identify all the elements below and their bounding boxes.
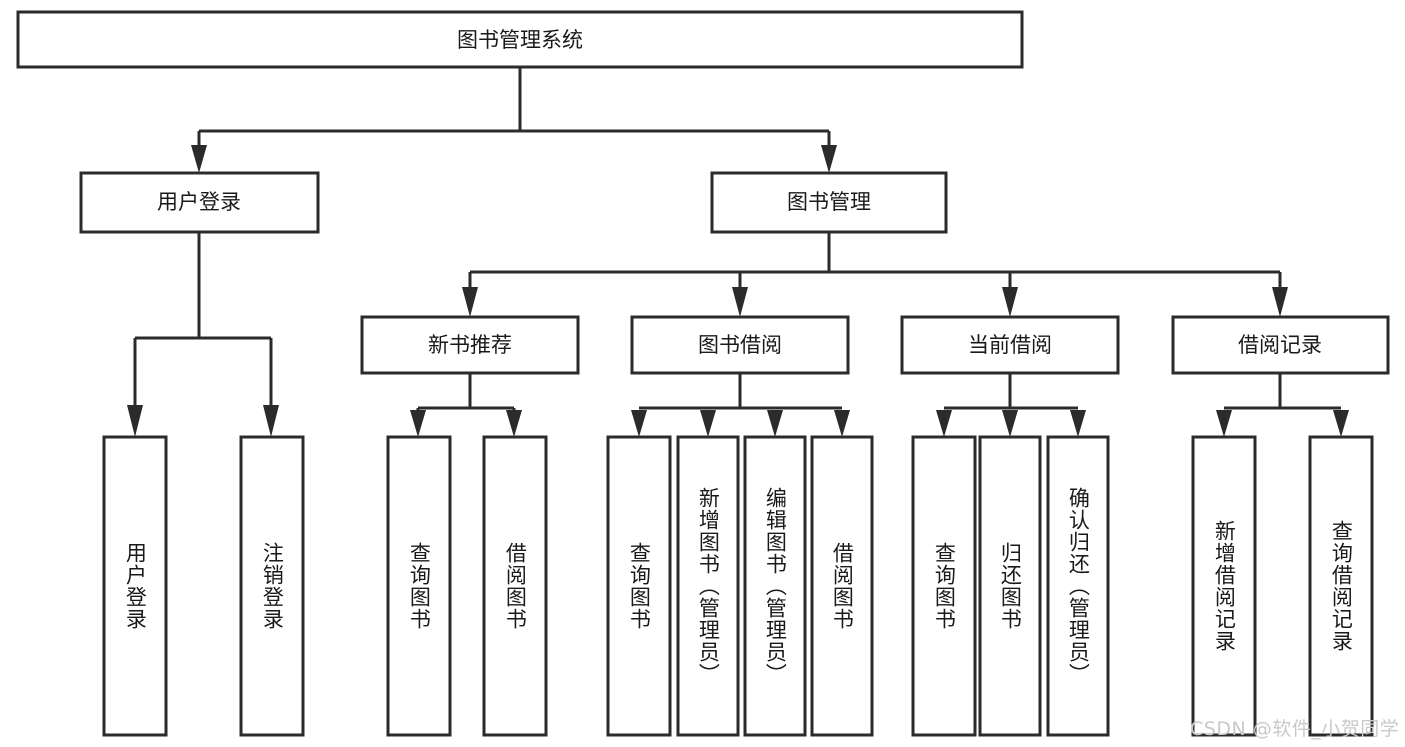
node-label-leaf-edit-book: 编辑图书（管理员） [763, 487, 788, 685]
arrowhead-l2_3 [1272, 287, 1288, 317]
node-box-leaf-user-login[interactable] [102, 435, 168, 737]
node-box-leaf-add-borrow-record[interactable] [1191, 435, 1257, 737]
arrowhead-leaf_1 [263, 405, 279, 437]
node-label-leaf-user-login: 用户登录 [123, 542, 148, 630]
arrowhead-leaf_6 [767, 410, 783, 437]
connector-group-borrow-record [1216, 373, 1349, 437]
node-label-book-management: 图书管理 [787, 190, 871, 214]
arrowhead-leaf_0 [127, 405, 143, 437]
node-label-leaf-query-book-1: 查询图书 [407, 542, 432, 630]
arrowhead-leaf_5 [700, 410, 716, 437]
node-label-leaf-confirm-return: 确认归还（管理员） [1066, 487, 1091, 685]
node-box-leaf-borrow-book-2[interactable] [810, 435, 874, 737]
connector-group-root [191, 67, 837, 173]
node-label-user-login: 用户登录 [157, 190, 241, 214]
connector-group-book-management [462, 232, 1288, 317]
node-label-leaf-borrow-book-1: 借阅图书 [503, 542, 528, 630]
arrowhead-leaf_2 [410, 410, 426, 437]
node-box-leaf-query-book-3[interactable] [911, 435, 977, 737]
node-label-book-borrow: 图书借阅 [698, 333, 782, 357]
node-box-leaf-return-book[interactable] [978, 435, 1042, 737]
node-box-borrow-record[interactable] [1171, 315, 1390, 375]
arrowhead-leaf_11 [1216, 410, 1232, 437]
arrowhead-l2_1 [732, 287, 748, 317]
node-label-leaf-borrow-book-2: 借阅图书 [830, 542, 855, 630]
node-label-borrow-record: 借阅记录 [1238, 333, 1322, 357]
arrowhead-leaf_9 [1002, 410, 1018, 437]
node-box-leaf-edit-book[interactable] [743, 435, 807, 737]
node-box-leaf-borrow-book-1[interactable] [482, 435, 548, 737]
node-box-leaf-query-book-1[interactable] [386, 435, 452, 737]
node-label-new-book-recommend: 新书推荐 [428, 333, 512, 357]
node-label-leaf-logout: 注销登录 [260, 542, 285, 630]
node-label-leaf-query-borrow-record: 查询借阅记录 [1329, 520, 1354, 652]
connector-group-book-borrow [631, 373, 850, 437]
node-box-current-borrow[interactable] [900, 315, 1120, 375]
node-box-leaf-add-book[interactable] [676, 435, 740, 737]
node-box-book-borrow[interactable] [630, 315, 850, 375]
arrowhead-l2_0 [462, 287, 478, 317]
node-label-leaf-return-book: 归还图书 [998, 542, 1023, 630]
arrowhead-leaf_3 [506, 410, 522, 437]
csdn-watermark: CSDN @软件_小贺同学 [1190, 718, 1400, 740]
connector-group-user-login [127, 232, 279, 437]
arrowhead-leaf_4 [631, 410, 647, 437]
node-label-leaf-add-book: 新增图书（管理员） [696, 487, 721, 685]
node-box-root[interactable] [16, 10, 1024, 69]
node-label-leaf-query-book-2: 查询图书 [627, 542, 652, 630]
node-box-leaf-query-book-2[interactable] [606, 435, 672, 737]
arrowhead-leaf_12 [1333, 410, 1349, 437]
node-box-user-login[interactable] [79, 171, 320, 234]
node-box-leaf-confirm-return[interactable] [1046, 435, 1110, 737]
node-box-leaf-query-borrow-record[interactable] [1308, 435, 1374, 737]
node-label-leaf-query-book-3: 查询图书 [932, 542, 957, 630]
node-box-leaf-logout[interactable] [239, 435, 305, 737]
arrowhead-leaf_10 [1070, 410, 1086, 437]
connector-group-current-borrow [936, 373, 1086, 437]
arrowhead-leaf_7 [834, 410, 850, 437]
arrowhead-l1_0 [191, 145, 207, 173]
arrowhead-leaf_8 [936, 410, 952, 437]
node-box-book-management[interactable] [710, 171, 948, 234]
node-label-root: 图书管理系统 [457, 28, 583, 52]
node-box-new-book-recommend[interactable] [360, 315, 580, 375]
connector-group-new-book-recommend [410, 373, 522, 437]
node-label-leaf-add-borrow-record: 新增借阅记录 [1212, 520, 1237, 652]
arrowhead-l2_2 [1002, 287, 1018, 317]
node-label-current-borrow: 当前借阅 [968, 333, 1052, 357]
arrowhead-l1_1 [821, 145, 837, 173]
